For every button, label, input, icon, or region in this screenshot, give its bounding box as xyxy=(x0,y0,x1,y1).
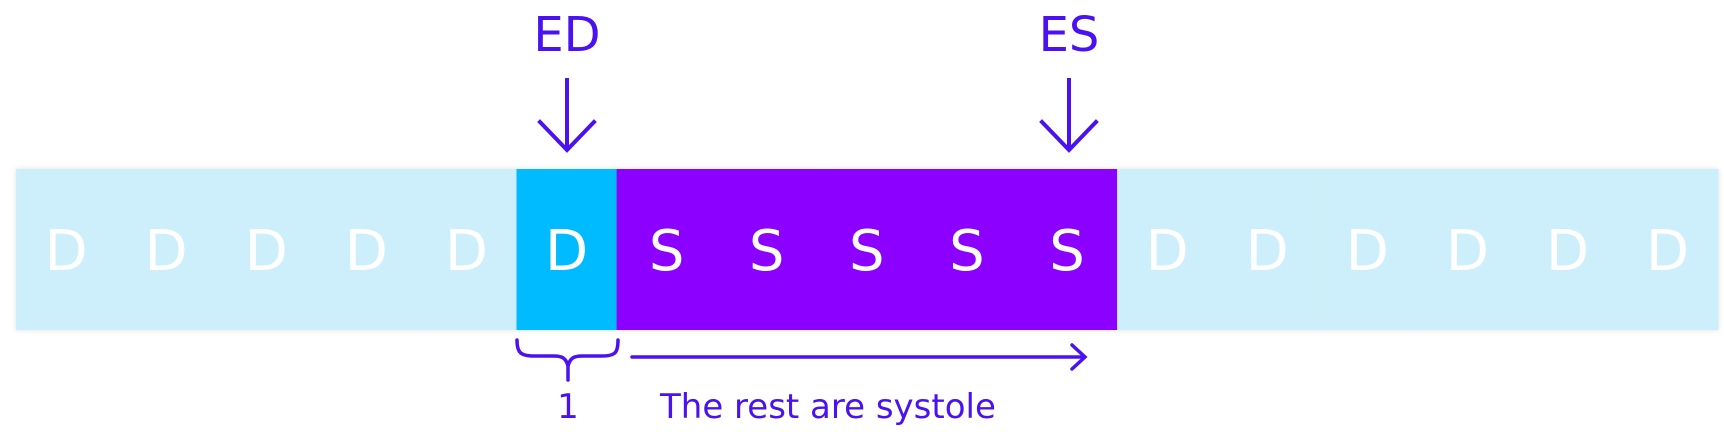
frame-cell-background xyxy=(316,169,417,330)
frame-cell-background xyxy=(1317,169,1418,330)
frame-cell-label: D xyxy=(445,219,488,284)
frame-cell-label: S xyxy=(649,219,685,284)
frame-cell-background xyxy=(616,169,718,330)
frame-cell-label: D xyxy=(345,219,388,284)
frame-cell-background xyxy=(16,169,117,330)
frame-cell-systole: S xyxy=(816,169,918,330)
es-label: ES xyxy=(1039,7,1100,63)
frame-cell-background xyxy=(516,169,618,330)
frame-cell-diastole: D xyxy=(216,169,317,330)
frame-cell-diastole: D xyxy=(416,169,518,330)
systole-note-label: The rest are systole xyxy=(659,387,996,427)
frame-cell-diastole: D xyxy=(1317,169,1418,330)
brace-annotation: 1 xyxy=(515,338,620,427)
frame-cell-background xyxy=(1217,169,1318,330)
frame-cell-label: D xyxy=(145,219,188,284)
frame-cell-diastole: D xyxy=(1617,169,1719,330)
frame-cell-es: S xyxy=(1017,169,1118,330)
frame-cell-label: D xyxy=(1546,219,1589,284)
frame-cell-background xyxy=(116,169,217,330)
frame-cell-systole: S xyxy=(716,169,818,330)
frame-cell-label: D xyxy=(1446,219,1489,284)
ed-marker: ED xyxy=(533,7,601,153)
es-marker: ES xyxy=(1039,7,1100,153)
frame-cell-diastole: D xyxy=(1417,169,1519,330)
frame-cell-label: D xyxy=(1246,219,1289,284)
down-arrow-icon xyxy=(537,78,597,153)
frame-cell-label: D xyxy=(1146,219,1189,284)
frame-cell-background xyxy=(1017,169,1118,330)
frame-cell-label: S xyxy=(749,219,785,284)
brace-count-label: 1 xyxy=(557,387,579,427)
frame-cell-background xyxy=(1117,169,1218,330)
systole-range-annotation: The rest are systole xyxy=(630,343,1088,427)
frame-cell-diastole: D xyxy=(1117,169,1218,330)
frame-cell-label: S xyxy=(849,219,885,284)
curly-brace-icon xyxy=(515,338,620,382)
frame-cell-label: S xyxy=(949,219,985,284)
frame-cell-background xyxy=(416,169,518,330)
frame-cell-diastole: D xyxy=(316,169,417,330)
frame-cell-label: S xyxy=(1049,219,1085,284)
frame-cell-background xyxy=(1617,169,1719,330)
frame-cell-ed: D xyxy=(516,169,618,330)
frame-cell-label: D xyxy=(44,219,87,284)
frame-cell-background xyxy=(916,169,1018,330)
frame-cell-background xyxy=(1417,169,1519,330)
frame-cell-diastole: D xyxy=(1517,169,1619,330)
frame-cell-diastole: D xyxy=(1217,169,1318,330)
frame-cell-label: D xyxy=(545,219,588,284)
frame-cell-background xyxy=(716,169,818,330)
ed-label: ED xyxy=(533,7,600,63)
frame-cell-systole: S xyxy=(616,169,718,330)
frame-cell-background xyxy=(816,169,918,330)
down-arrow-icon xyxy=(1039,78,1099,153)
frame-cell-systole: S xyxy=(916,169,1018,330)
frame-cell-label: D xyxy=(1346,219,1389,284)
frame-cell-label: D xyxy=(245,219,288,284)
frame-cell-label: D xyxy=(1646,219,1689,284)
frame-cell-diastole: D xyxy=(16,169,117,330)
frame-cell-diastole: D xyxy=(116,169,217,330)
frame-cell-background xyxy=(216,169,317,330)
right-arrow-icon xyxy=(630,343,1088,371)
frame-cell-background xyxy=(1517,169,1619,330)
